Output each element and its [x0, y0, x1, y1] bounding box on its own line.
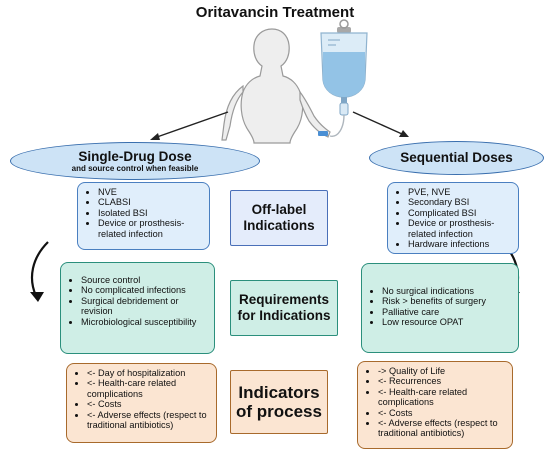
- indicators-label-line2: of process: [236, 402, 322, 421]
- left-offlabel-box: NVE CLABSI Isolated BSI Device or prosth…: [77, 182, 210, 250]
- right-requirements-box: No surgical indications Risk > benefits …: [361, 263, 519, 353]
- left-offlabel-list: NVE CLABSI Isolated BSI Device or prosth…: [86, 187, 203, 239]
- list-item: Source control: [81, 275, 208, 285]
- list-item: PVE, NVE: [408, 187, 512, 197]
- list-item: Hardware infections: [408, 239, 512, 249]
- list-item: Secondary BSI: [408, 197, 512, 207]
- list-item: Risk > benefits of surgery: [382, 296, 512, 306]
- list-item: Device or prosthesis-related infection: [408, 218, 512, 239]
- indicators-of-process-label: Indicators of process: [230, 370, 328, 434]
- list-item: CLABSI: [98, 197, 203, 207]
- list-item: <- Adverse effects (respect to tradition…: [87, 410, 210, 431]
- list-item: No complicated infections: [81, 285, 208, 295]
- arrow-to-right-header: [352, 111, 409, 137]
- iv-bag-icon: [318, 19, 368, 137]
- requirements-for-indications-label: Requirements for Indications: [230, 280, 338, 336]
- list-item: <- Day of hospitalization: [87, 368, 210, 378]
- left-curved-arrow: [30, 241, 49, 302]
- left-requirements-list: Source control No complicated infections…: [69, 275, 208, 327]
- single-drug-dose-title: Single-Drug Dose: [78, 148, 192, 164]
- indicators-label-line1: Indicators: [238, 383, 320, 402]
- left-requirements-box: Source control No complicated infections…: [60, 262, 215, 354]
- requirements-label-line2: for Indications: [237, 308, 331, 323]
- offlabel-indications-label: Off-label Indications: [230, 190, 328, 246]
- left-indicators-box: <- Day of hospitalization <- Health-care…: [66, 363, 217, 443]
- list-item: <- Costs: [378, 408, 506, 418]
- list-item: Palliative care: [382, 307, 512, 317]
- list-item: -> Quality of Life: [378, 366, 506, 376]
- right-requirements-list: No surgical indications Risk > benefits …: [370, 286, 512, 328]
- right-indicators-list: -> Quality of Life <- Recurrences <- Hea…: [366, 366, 506, 439]
- right-indicators-box: -> Quality of Life <- Recurrences <- Hea…: [357, 361, 513, 449]
- list-item: <- Adverse effects (respect to tradition…: [378, 418, 506, 439]
- single-drug-dose-header: Single-Drug Dose and source control when…: [10, 142, 260, 180]
- list-item: No surgical indications: [382, 286, 512, 296]
- sequential-doses-title: Sequential Doses: [400, 150, 513, 165]
- sequential-doses-header: Sequential Doses: [369, 141, 544, 175]
- list-item: Complicated BSI: [408, 208, 512, 218]
- single-drug-dose-subtitle: and source control when feasible: [71, 163, 199, 173]
- list-item: <- Costs: [87, 399, 210, 409]
- list-item: Isolated BSI: [98, 208, 203, 218]
- list-item: Surgical debridement or revision: [81, 296, 208, 317]
- list-item: NVE: [98, 187, 203, 197]
- patient-figure-icon: [221, 28, 331, 144]
- arrow-to-left-header: [150, 111, 229, 140]
- list-item: Microbiological susceptibility: [81, 317, 208, 327]
- list-item: <- Health-care related complications: [378, 387, 506, 408]
- diagram-title: Oritavancin Treatment: [195, 4, 355, 21]
- list-item: Low resource OPAT: [382, 317, 512, 327]
- requirements-label-line1: Requirements: [238, 292, 330, 307]
- left-indicators-list: <- Day of hospitalization <- Health-care…: [75, 368, 210, 430]
- list-item: <- Health-care related complications: [87, 378, 210, 399]
- right-offlabel-box: PVE, NVE Secondary BSI Complicated BSI D…: [387, 182, 519, 254]
- offlabel-label-line2: Indications: [243, 218, 315, 233]
- list-item: Device or prosthesis-related infection: [98, 218, 203, 239]
- offlabel-label-line1: Off-label: [251, 202, 307, 217]
- list-item: <- Recurrences: [378, 376, 506, 386]
- right-offlabel-list: PVE, NVE Secondary BSI Complicated BSI D…: [396, 187, 512, 249]
